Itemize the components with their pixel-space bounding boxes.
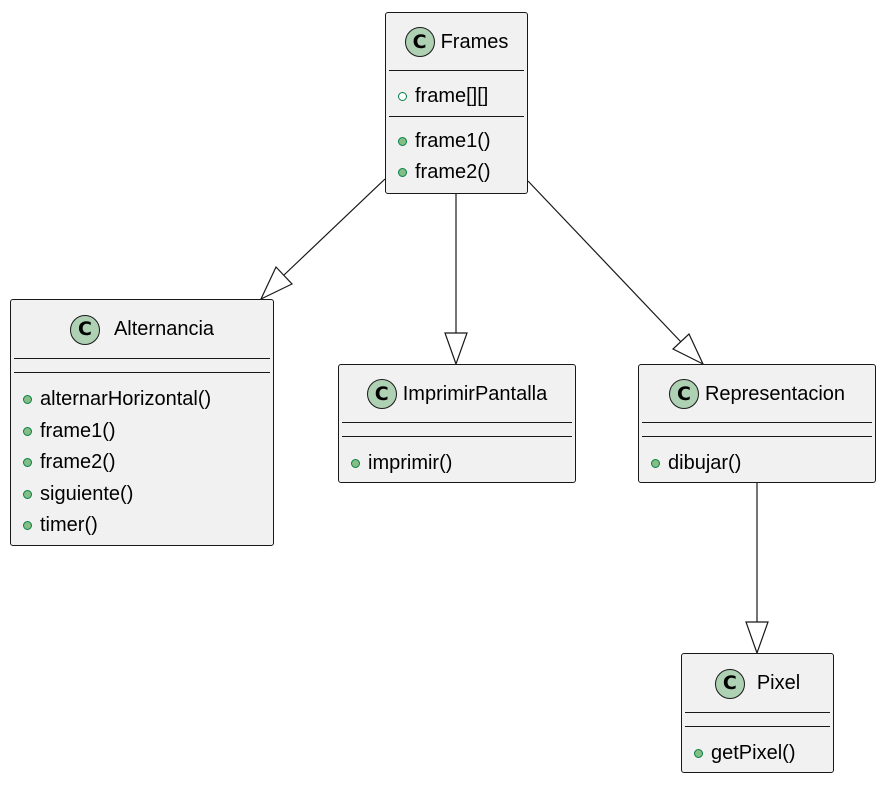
class-c-icon: C [668, 379, 699, 409]
method-label: frame2() [415, 160, 491, 183]
method-visibility-icon [351, 458, 360, 468]
class-c-icon: C [69, 314, 100, 345]
method-visibility-icon [23, 426, 32, 436]
class-c-icon: C [714, 668, 745, 699]
field-item: frame[][] [398, 83, 488, 109]
edge-frames-alternancia [283, 178, 386, 276]
method-label: frame2() [40, 450, 116, 473]
method-item: frame2() [23, 449, 116, 475]
method-label: imprimir() [368, 451, 453, 474]
class-frames[interactable]: C Frames frame[][] frame1() frame2() [385, 12, 528, 194]
method-item: dibujar() [651, 450, 741, 476]
separator [685, 712, 830, 713]
separator [14, 358, 270, 359]
method-item: frame1() [23, 418, 116, 444]
field-visibility-icon [398, 91, 407, 101]
method-visibility-icon [398, 136, 407, 146]
method-item: frame2() [398, 159, 491, 185]
method-visibility-icon [23, 394, 32, 404]
method-item: frame1() [398, 128, 491, 154]
arrowhead-representacion [671, 332, 705, 366]
method-label: frame1() [415, 129, 491, 152]
method-visibility-icon [23, 489, 32, 499]
separator [389, 70, 524, 71]
arrowhead-alternancia [259, 265, 293, 301]
class-imprimirpantalla[interactable]: C ImprimirPantalla imprimir() [338, 364, 576, 483]
class-pixel-name: Pixel [756, 672, 801, 694]
method-item: getPixel() [694, 740, 795, 766]
class-alternancia[interactable]: C Alternancia alternarHorizontal() frame… [10, 299, 274, 546]
class-pixel-header: C Pixel [682, 654, 833, 713]
class-imprimirpantalla-name: ImprimirPantalla [402, 382, 548, 405]
method-item: alternarHorizontal() [23, 386, 211, 412]
method-label: frame1() [40, 419, 116, 442]
class-frames-name: Frames [440, 30, 509, 53]
class-pixel[interactable]: C Pixel getPixel() [681, 653, 834, 773]
method-item: imprimir() [351, 450, 452, 476]
class-representacion-name: Representacion [704, 382, 846, 405]
separator [14, 372, 270, 373]
method-label: timer() [40, 513, 98, 536]
arrowhead-imprimirpantalla [444, 332, 468, 366]
class-c-icon: C [404, 27, 435, 57]
arrowhead-pixel [745, 621, 769, 655]
method-label: getPixel() [711, 741, 796, 764]
method-label: dibujar() [668, 451, 742, 474]
class-representacion-header: C Representacion [639, 365, 875, 423]
class-frames-header: C Frames [386, 13, 527, 71]
field-label: frame[][] [415, 84, 489, 107]
method-item: timer() [23, 512, 98, 538]
method-visibility-icon [23, 520, 32, 530]
separator [389, 116, 524, 117]
separator [685, 726, 830, 727]
method-item: siguiente() [23, 481, 133, 507]
separator [642, 422, 872, 423]
method-visibility-icon [694, 748, 703, 758]
method-label: alternarHorizontal() [40, 387, 212, 410]
separator [342, 422, 572, 423]
method-visibility-icon [398, 167, 407, 177]
separator [342, 436, 572, 437]
method-visibility-icon [651, 458, 660, 468]
method-label: siguiente() [40, 482, 134, 505]
class-alternancia-header: C Alternancia [11, 300, 273, 359]
method-visibility-icon [23, 457, 32, 467]
separator [642, 436, 872, 437]
class-alternancia-name: Alternancia [113, 318, 215, 340]
edge-frames-representacion [527, 180, 682, 343]
class-imprimirpantalla-header: C ImprimirPantalla [339, 365, 575, 423]
class-c-icon: C [366, 379, 397, 409]
class-representacion[interactable]: C Representacion dibujar() [638, 364, 876, 483]
